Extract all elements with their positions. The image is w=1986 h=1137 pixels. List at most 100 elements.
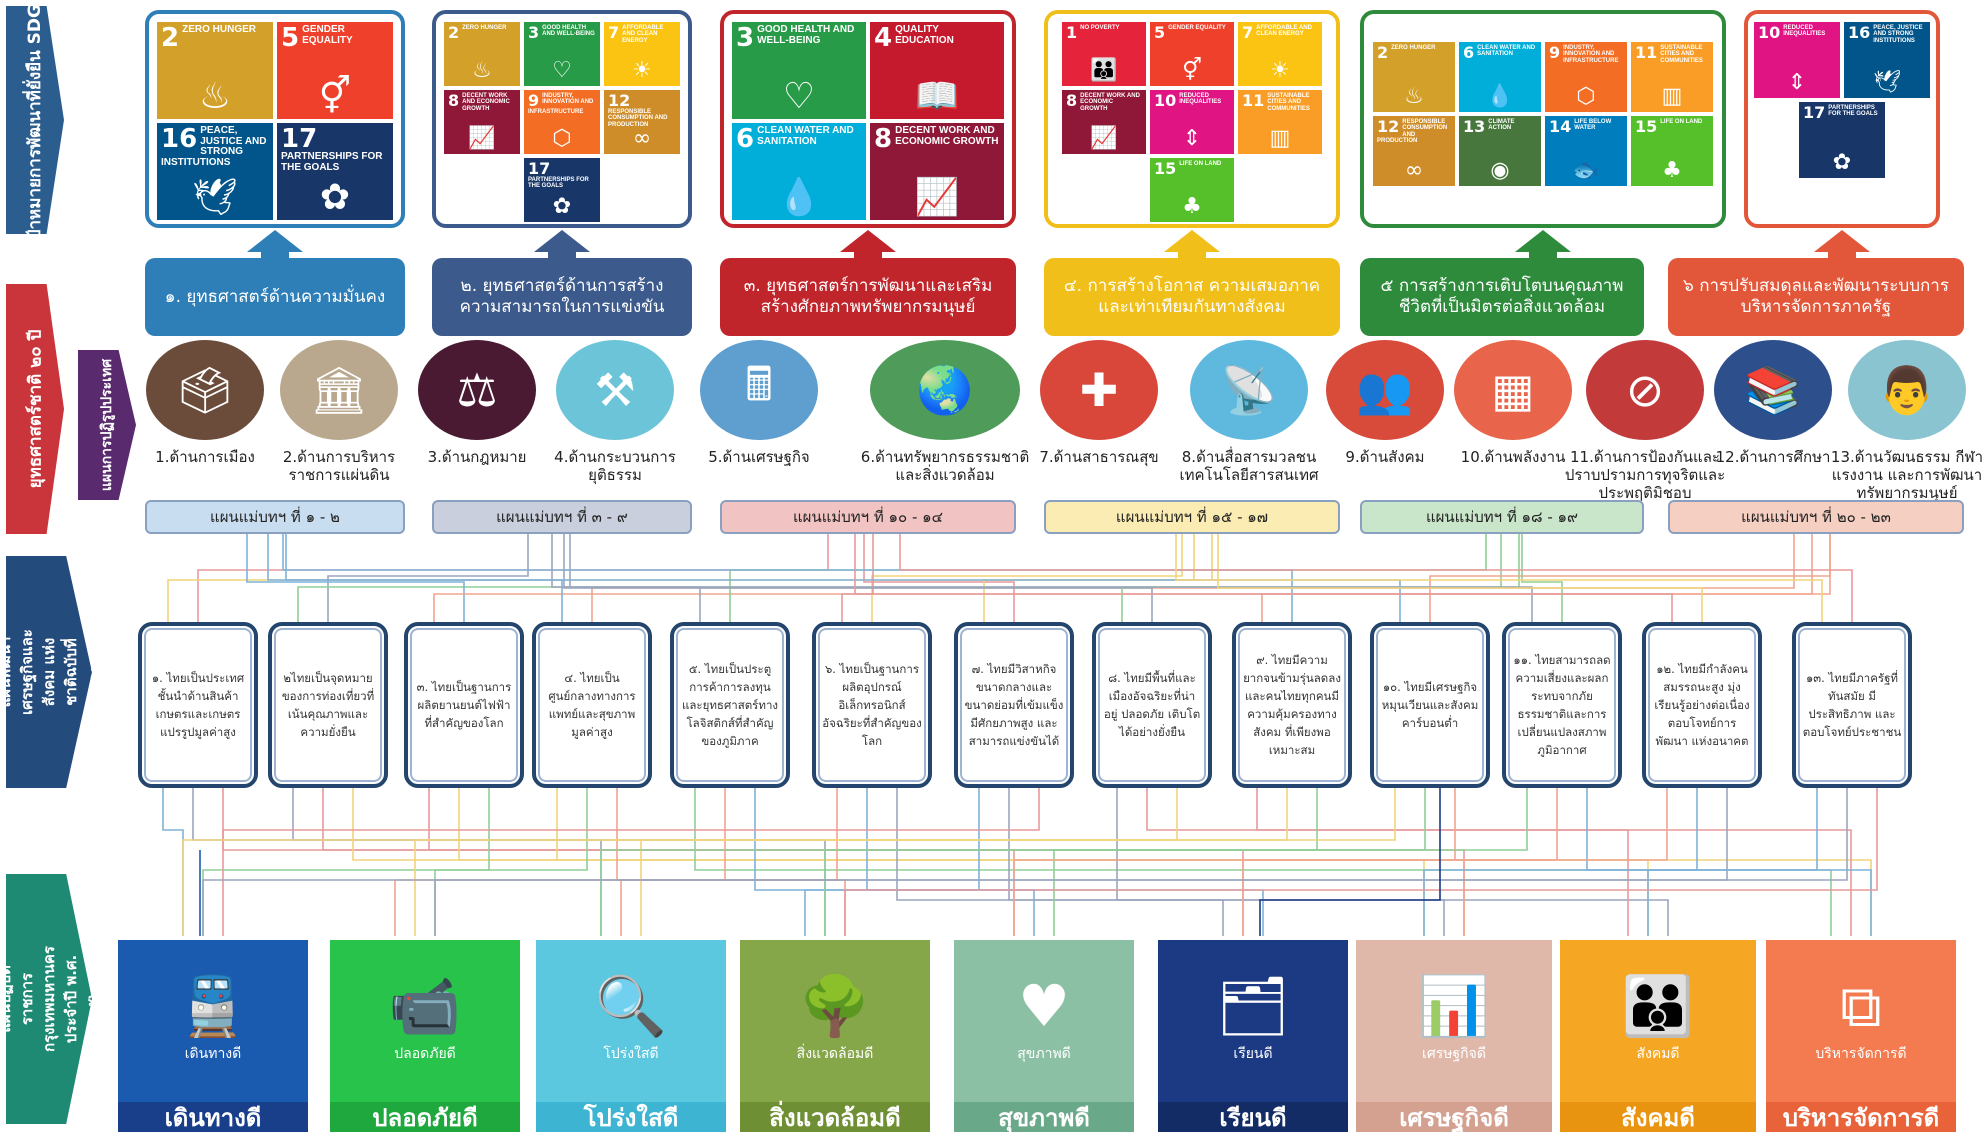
- connector-line-48: [1146, 788, 1852, 936]
- growth-icon: 📈: [468, 126, 496, 151]
- sdg-number: 11: [1242, 91, 1265, 110]
- sdg-label: ZERO HUNGER: [1391, 45, 1436, 51]
- reform-label-9: 9.ด้านสังคม: [1345, 448, 1425, 466]
- sdg-number: 3: [528, 23, 540, 42]
- people-icon: 👨: [1878, 362, 1936, 417]
- up-arrow-stem-3: [854, 252, 882, 262]
- heartbeat-icon: ♡: [552, 58, 572, 83]
- sdg-label: CLEAN WATER AND SANITATION: [757, 125, 854, 147]
- bowl-icon: ♨: [198, 76, 232, 117]
- reform-circle-9: 👥: [1326, 340, 1444, 440]
- up-arrow-stem-2: [548, 252, 576, 262]
- sdg-number: 17: [528, 159, 551, 178]
- connector-line-28: [222, 788, 1465, 936]
- reform-label-12: 12.ด้านการศึกษา: [1715, 448, 1831, 466]
- bma-tile-name-7: เศรษฐกิจดี: [1356, 1102, 1552, 1132]
- train-icon: 🚆: [176, 972, 250, 1040]
- milestone-text: ๕. ไทยเป็นประตูการค้าการลงทุนและยุทธศาสต…: [681, 662, 779, 748]
- reform-circle-10: ▦: [1454, 340, 1572, 440]
- sdg-label: GENDER EQUALITY: [302, 24, 353, 46]
- strategy-banner-3: ๓. ยุทธศาสตร์การพัฒนาและเสริมสร้างศักยภา…: [720, 258, 1016, 336]
- up-arrow-icon: [534, 230, 590, 252]
- connector-line-31: [352, 788, 1872, 936]
- connector-line-13: [983, 534, 1195, 622]
- reform-label-8: 8.ด้านสื่อสารมวลชน เทคโนโลยีสารสนเทศ: [1179, 448, 1319, 484]
- milestone-box-2: ๒ไทยเป็นจุดหมายของการท่องเที่ยวที่เน้นคุ…: [268, 622, 388, 788]
- reform-circle-13: 👨: [1848, 340, 1966, 440]
- sdg-label: ZERO HUNGER: [462, 25, 507, 31]
- sdg-label: PEACE, JUSTICE AND STRONG INSTITUTIONS: [161, 125, 267, 168]
- globe-icon: 🌏: [916, 362, 974, 417]
- reform-label-13: 13.ด้านวัฒนธรรม กีฬา แรงงาน และการพัฒนาท…: [1830, 448, 1984, 502]
- connector-line-0: [197, 534, 829, 622]
- magnifier-eye-icon: 🔍: [594, 972, 668, 1040]
- bma-tile-4: 🌳สิ่งแวดล้อมดี: [740, 940, 930, 1102]
- cctv-icon: 📹: [388, 972, 462, 1040]
- reform-label-6: 6.ด้านทรัพยากรธรรมชาติและสิ่งแวดล้อม: [860, 448, 1030, 484]
- side-label-reform-text: แผนการปฏิรูปประเทศ: [99, 358, 115, 492]
- connector-line-46: [222, 788, 1040, 936]
- sdg-number: 4: [874, 23, 893, 53]
- connector-line-56: [600, 788, 1528, 936]
- flower-icon: ✿: [319, 177, 351, 218]
- connector-line-44: [804, 788, 980, 936]
- bma-tile-3: 🔍โปร่งใสดี: [536, 940, 726, 1102]
- reform-label-10: 10.ด้านพลังงาน: [1460, 448, 1566, 466]
- reform-circle-2: 🏛: [280, 340, 398, 440]
- milestone-box-11: ๑๑. ไทยสามารถลดความเสี่ยงและผลกระทบจากภั…: [1502, 622, 1622, 788]
- reform-label-11: 11.ด้านการป้องกันและปราบปรามการทุจริตและ…: [1564, 448, 1726, 502]
- reform-circle-11: ⊘: [1586, 340, 1704, 440]
- connector-line-29: [292, 788, 602, 936]
- connector-line-38: [694, 788, 1832, 936]
- connector-line-32: [428, 788, 1015, 936]
- sdg-label: PARTNERSHIPS FOR THE GOALS: [1828, 105, 1878, 118]
- bma-tile-name-1: เดินทางดี: [118, 1102, 308, 1132]
- sdg-number: 2: [448, 23, 460, 42]
- connector-line-26: [162, 788, 184, 936]
- milestone-text: ๑๓. ไทยมีภาครัฐที่ทันสมัย มีประสิทธิภาพ …: [1802, 671, 1902, 739]
- reform-label-5: 5.ด้านเศรษฐกิจ: [708, 448, 810, 466]
- sdg-label: DECENT WORK AND ECONOMIC GROWTH: [462, 93, 510, 112]
- sdg-label: LIFE BELOW WATER: [1574, 119, 1612, 132]
- connector-line-54: [824, 788, 1426, 936]
- connector-line-37: [616, 788, 846, 936]
- connector-line-51: [414, 788, 1288, 936]
- sdg-number: 5: [1154, 23, 1166, 42]
- strategy-banner-2: ๒. ยุทธศาสตร์ด้านการสร้างความสามารถในการ…: [432, 258, 692, 336]
- sdg-label: DECENT WORK AND ECONOMIC GROWTH: [895, 125, 999, 147]
- tree-icon: ♣: [1182, 194, 1202, 219]
- milestone-box-9: ๙. ไทยมีความยากจนข้ามรุ่นลดลง และคนไทยทุ…: [1232, 622, 1352, 788]
- connector-line-5: [433, 534, 1831, 622]
- sdg-label: RESPONSIBLE CONSUMPTION AND PRODUCTION: [608, 109, 668, 128]
- books-icon: 📚: [1744, 362, 1802, 417]
- connector-line-9: [569, 534, 701, 622]
- milestone-text: ๑. ไทยเป็นประเทศชั้นนำด้านสินค้าเกษตรและ…: [151, 671, 245, 739]
- strategy-banner-6: ๖ การปรับสมดุลและพัฒนาระบบการบริหารจัดกา…: [1668, 258, 1964, 336]
- sdg-label: PARTNERSHIPS FOR THE GOALS: [281, 151, 383, 173]
- reform-circle-8: 📡: [1190, 340, 1308, 440]
- bma-tile-5: ♥สุขภาพดี: [954, 940, 1134, 1102]
- milestone-text: ๑๑. ไทยสามารถลดความเสี่ยงและผลกระทบจากภั…: [1513, 653, 1611, 757]
- sdg-label: REDUCED INEQUALITIES: [1179, 93, 1222, 106]
- connector-line-58: [1586, 788, 1872, 936]
- bma-tile-caption: สังคมดี: [1636, 1046, 1680, 1062]
- reform-label-7: 7.ด้านสาธารณสุข: [1039, 448, 1159, 466]
- bma-tile-6: 🗂เรียนดี: [1158, 940, 1348, 1102]
- connector-line-60: [1647, 788, 1698, 936]
- connector-line-19: [267, 534, 1401, 622]
- reform-circle-5: 🖩: [700, 340, 818, 440]
